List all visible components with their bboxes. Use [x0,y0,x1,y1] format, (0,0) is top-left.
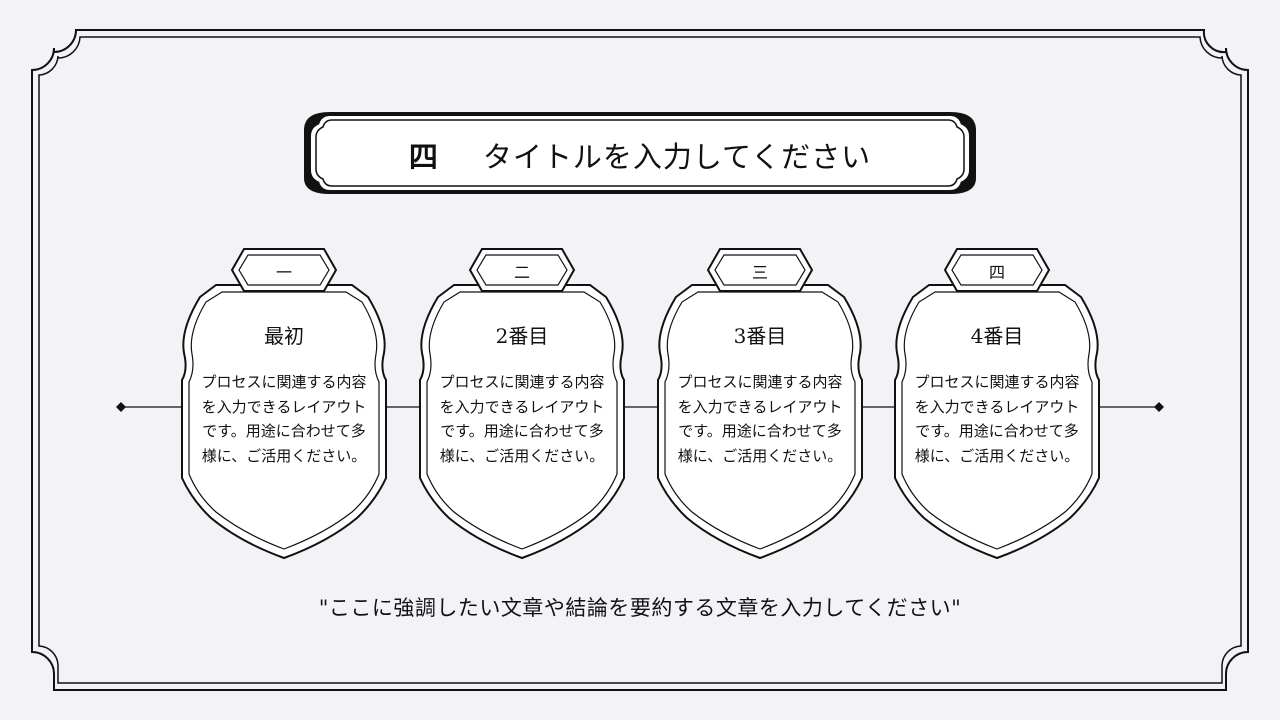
step-label-4: 四 [988,263,1005,282]
step-heading-2: 2番目 [495,324,549,348]
step-heading-3: 3番目 [733,324,787,348]
step-label-2: 二 [513,263,530,282]
step-body-4: プロセスに関連する内容を入力できるレイアウトです。用途に合わせて多様に、ご活用く… [914,373,1080,465]
step-card-3 [657,248,863,560]
title-number: 四 [408,140,439,174]
step-label-3: 三 [751,263,768,282]
timeline-start-diamond [116,402,126,412]
step-heading-1: 最初 [264,324,304,348]
step-cards [181,248,1100,560]
title-text: タイトルを入力してください [482,140,872,174]
step-label-1: 一 [275,263,292,282]
step-card-2 [419,248,625,560]
summary-text: "ここに強調したい文章や結論を要約する文章を入力してください" [318,596,962,620]
step-card-4 [894,248,1100,560]
timeline-end-diamond [1154,402,1164,412]
step-heading-4: 4番目 [970,324,1024,348]
title-banner [304,112,976,194]
page-title: 四 タイトルを入力してください [310,134,970,176]
step-body-1: プロセスに関連する内容を入力できるレイアウトです。用途に合わせて多様に、ご活用く… [201,373,367,465]
inner-frame [38,36,1242,684]
step-body-2: プロセスに関連する内容を入力できるレイアウトです。用途に合わせて多様に、ご活用く… [439,373,605,465]
outer-frame [31,29,1249,691]
step-body-3: プロセスに関連する内容を入力できるレイアウトです。用途に合わせて多様に、ご活用く… [677,373,843,465]
step-card-1 [181,248,387,560]
